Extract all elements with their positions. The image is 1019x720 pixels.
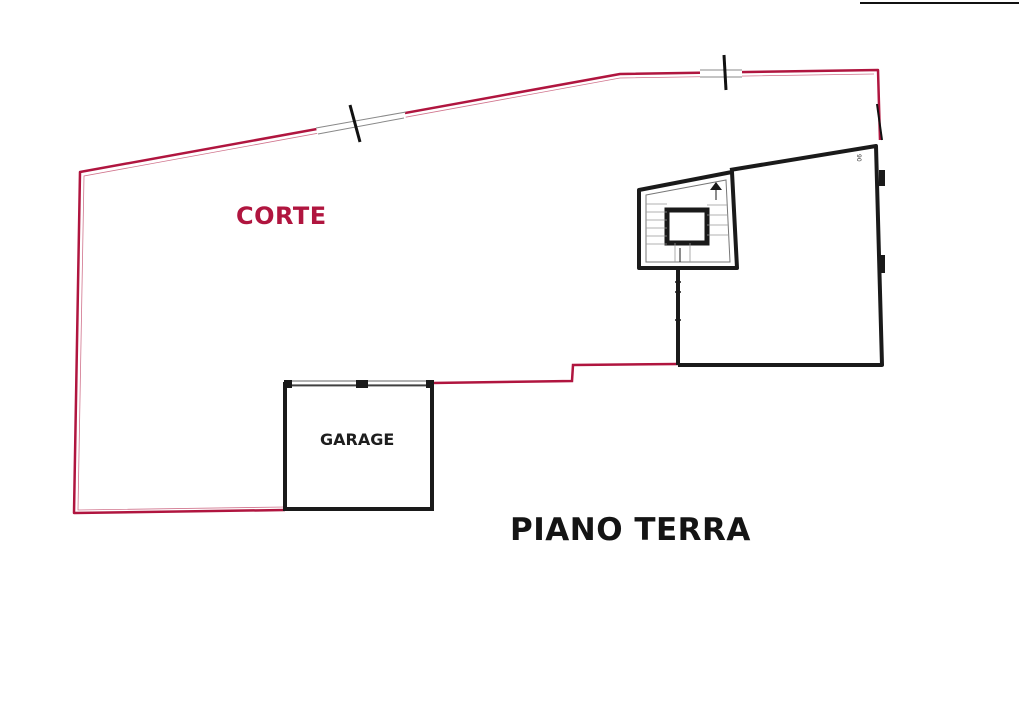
floor-title: PIANO TERRA	[510, 512, 751, 548]
building	[675, 144, 885, 367]
corte-boundary-inner	[77, 73, 875, 511]
stair-note: 90	[855, 154, 862, 162]
gate-east	[700, 54, 742, 91]
garage-room	[283, 380, 434, 511]
gate-west	[315, 104, 407, 143]
corte-label: CORTE	[236, 202, 327, 230]
staircase	[637, 170, 739, 270]
corte-south-edge	[431, 362, 679, 385]
corte-boundary	[72, 68, 882, 515]
gate-northeast	[876, 103, 883, 141]
garage-label: GARAGE	[320, 430, 395, 449]
